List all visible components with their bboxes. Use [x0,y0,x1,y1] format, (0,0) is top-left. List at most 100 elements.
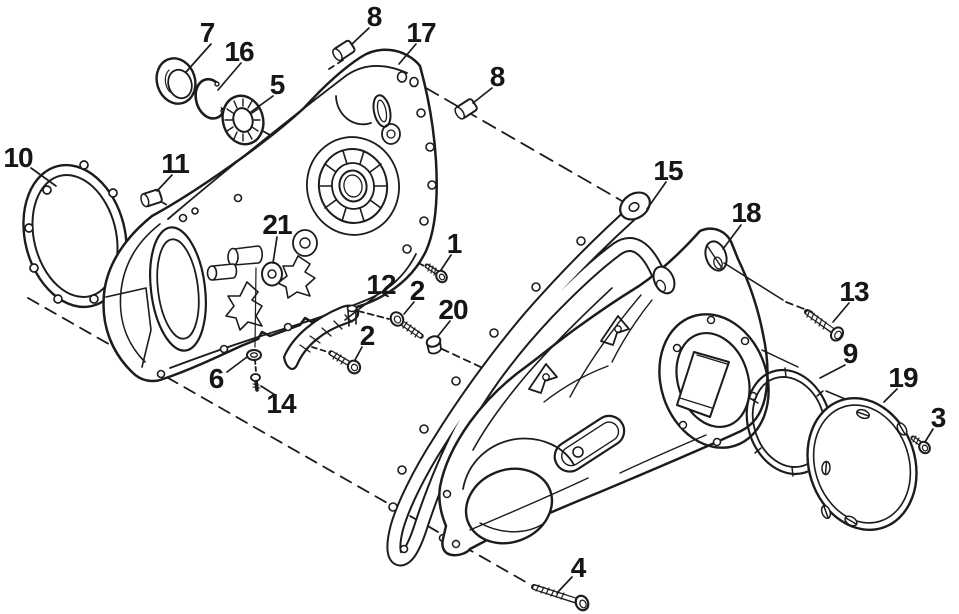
ring-to-gasket9-line [761,349,799,368]
leader-15 [646,181,667,210]
bolt-2b [328,350,362,375]
callout-14: 14 [266,388,297,419]
leader-11 [156,174,173,192]
callout-1: 1 [447,228,462,259]
leader-20 [437,320,451,337]
pin8a-dashed-line [328,59,344,70]
derby-screw-slots [820,408,908,527]
callout-labels: 7 16 5 8 17 8 10 11 15 18 21 1 13 12 2 2… [3,1,946,583]
corner-slot [704,240,728,272]
callout-15: 15 [653,155,683,186]
callout-21: 21 [262,209,292,240]
tensioner-bracket-a [225,281,263,331]
derby-cover-19 [806,397,918,531]
screw-4 [531,584,590,612]
callout-17: 17 [406,17,436,48]
callout-16: 16 [224,36,254,67]
tensioner-bracket-b [277,255,316,299]
nut20-dashed-line [441,348,488,371]
screw14-dashed-line [254,359,257,373]
anchor-disc [292,229,318,257]
dowel-pin-8b [454,98,478,120]
leader-14 [260,385,276,396]
top-axis-dashed-line [425,87,623,202]
callout-3: 3 [931,402,946,433]
inner-cover-outline [102,48,438,383]
clutch-opening [149,226,207,352]
callout-4: 4 [571,552,587,583]
hub-bore [338,169,368,203]
callout-18: 18 [731,197,761,228]
bolt2b-dashed-line [311,346,329,353]
leader-19 [883,388,898,403]
leader-6 [226,356,248,373]
mount-pad [105,287,152,368]
leader-8b [472,87,493,104]
callout-8a: 8 [367,1,382,32]
cover-foot-hole [451,539,461,549]
leader-18 [722,224,742,250]
gasket-10-bolt-holes [24,160,118,304]
callout-9: 9 [843,338,858,369]
callout-19: 19 [888,362,918,393]
chain-tensioner-shoe-12 [282,304,360,370]
washer-21 [261,261,283,287]
leader-10 [30,167,57,187]
screw14-axis-line [254,267,257,348]
callout-12: 12 [366,269,396,300]
leader-16 [217,62,242,91]
dowel-pin-11 [140,188,163,208]
leader-21 [272,236,278,264]
washer-6 [246,349,262,361]
inner-cover-bolt-holes [156,71,437,379]
bolt-2a [389,311,424,339]
leader-2a [403,301,415,315]
bolt2a-dashed-line [357,310,390,320]
screw-1 [424,263,448,284]
leader-2b [354,346,363,361]
callout-7: 7 [200,17,215,48]
upper-boss-slot [652,265,676,295]
callout-2a: 2 [410,275,425,306]
dowel-pin-8a [332,39,356,62]
inspection-slot [553,414,626,473]
callout-20: 20 [438,294,468,325]
surface-creases [469,294,707,531]
leader-lines [30,27,934,594]
leader-13 [832,302,850,323]
bearing-rollers [224,98,261,142]
hub-ribs [318,150,388,222]
screw-3 [910,435,931,455]
leader-5 [250,95,274,113]
front-dome [462,437,575,545]
callout-10: 10 [3,142,33,173]
callout-6: 6 [209,363,224,394]
wing-boss [381,123,401,145]
leader-1 [440,254,452,271]
hub-boss [306,136,400,236]
seal-7 [155,57,197,105]
outer-primary-cover-18 [438,227,784,557]
leader-4 [556,576,573,594]
leader-12 [344,295,377,321]
retaining-ring-16 [194,77,226,120]
leader-3 [924,428,934,443]
bearing-5 [221,94,265,146]
leader-8a [351,27,370,45]
screw-13 [804,309,845,342]
leader-7 [185,43,212,73]
corner-to-screw13-line [723,262,784,301]
nut-20 [425,335,442,355]
gasket-15 [386,191,669,567]
dowel-tubes [206,245,264,281]
seal-bore-arc [335,95,372,126]
callout-2b: 2 [360,320,375,351]
clutch-ring [658,313,770,449]
screw-14 [250,373,261,392]
callout-5: 5 [270,69,285,100]
leader-9 [819,364,846,379]
leader-17 [398,43,417,65]
inner-primary-cover-17 [102,48,438,383]
